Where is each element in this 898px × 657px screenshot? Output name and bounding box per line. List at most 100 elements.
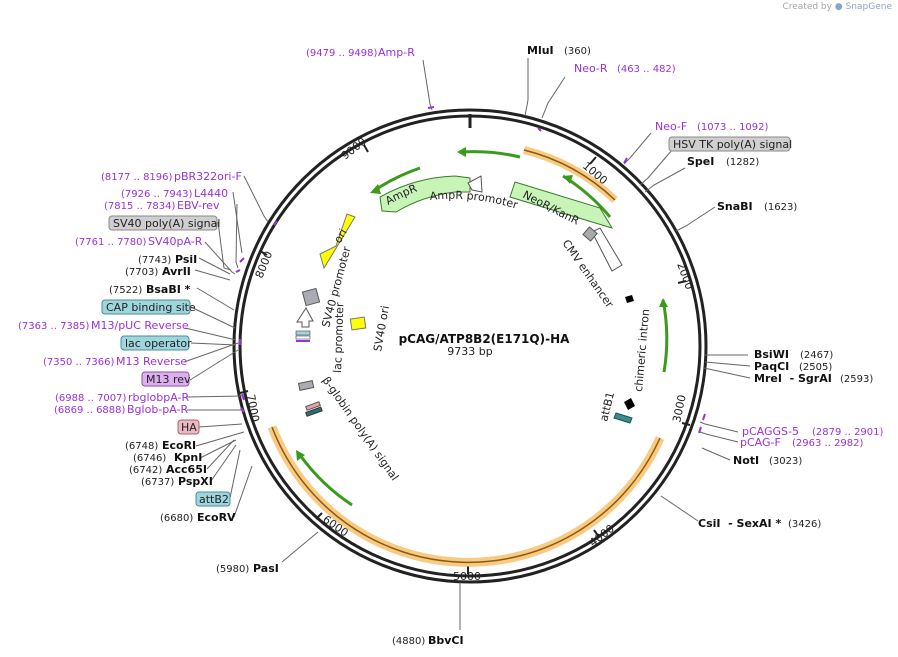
enzyme-paqci[interactable]: PaqCI: [754, 360, 789, 373]
enzyme-kpni-pos: (6746): [133, 453, 166, 464]
primer-neo-r[interactable]: Neo-R: [574, 62, 608, 75]
enzyme-labels: MluI (360) SpeI (1282) SnaBI (1623) BsiW…: [109, 44, 873, 647]
primer-neo-r-range: (463 .. 482): [617, 64, 676, 75]
primer-neo-f-range: (1073 .. 1092): [697, 122, 769, 133]
primer-pcaggs-5[interactable]: pCAGGS-5: [742, 425, 799, 438]
ampr-promoter-label: AmpR promoter: [429, 189, 520, 212]
primer-pcag-f[interactable]: pCAG-F: [740, 436, 781, 449]
cap-binding-site-label: CAP binding site: [106, 301, 196, 314]
enzyme-pasi-pos: (5980): [216, 564, 249, 575]
primer-labels: (9479 .. 9498) Amp-R Neo-R (463 .. 482) …: [18, 46, 884, 449]
enzyme-noti-pos: (3023): [769, 456, 802, 467]
primer-l4440[interactable]: L4440: [194, 187, 228, 200]
primer-bglob-pa-r-range: (6869 .. 6888): [54, 405, 126, 416]
tick-3000: 3000: [670, 394, 689, 424]
m13-rev-box[interactable]: M13 rev: [141, 371, 191, 387]
enzyme-mlui[interactable]: MluI: [527, 44, 554, 57]
enzyme-kpni[interactable]: KpnI: [174, 451, 202, 464]
enzyme-bbvci[interactable]: BbvCI: [428, 634, 464, 647]
backbone: [232, 108, 708, 584]
ori-label: ori: [331, 227, 349, 246]
enzyme-psii-pos: (7743): [138, 255, 171, 266]
enzyme-csii-sexai-pos: (3426): [788, 519, 821, 530]
enzyme-mrei-sgrai[interactable]: MreI - SgrAI: [754, 372, 832, 385]
ha-box[interactable]: HA: [177, 419, 200, 435]
chimeric-intron-label: chimeric intron: [632, 308, 652, 392]
feature-chimeric-intron: chimeric intron: [625, 295, 652, 392]
enzyme-acc65i[interactable]: Acc65I: [166, 463, 207, 476]
tick-7000: 7000: [244, 393, 262, 423]
enzyme-mlui-pos: (360): [564, 46, 591, 57]
enzyme-avrii-pos: (7703): [125, 267, 158, 278]
primer-rbglobpa-r-range: (6988 .. 7007): [55, 393, 127, 404]
hsv-tk-polya-label: HSV TK poly(A) signal: [673, 138, 792, 151]
snapgene-logo-icon: ●: [834, 2, 843, 12]
m13-rev-label: M13 rev: [146, 373, 191, 386]
svg-text:AmpR promoter: AmpR promoter: [429, 189, 520, 212]
feature-sv40-ori: SV40 ori: [349, 305, 392, 353]
primer-bglob-pa-r[interactable]: Bglob-pA-R: [127, 403, 189, 416]
ha-label: HA: [181, 421, 197, 434]
center-title: pCAG/ATP8B2(E171Q)-HA 9733 bp: [399, 332, 571, 358]
enzyme-bsiwi[interactable]: BsiWI: [754, 348, 789, 361]
primer-sv40pa-r[interactable]: SV40pA-R: [148, 235, 203, 248]
orf-arcs: [267, 146, 665, 567]
enzyme-bsiwi-pos: (2467): [800, 350, 833, 361]
lac-operator-label: lac operator: [125, 337, 192, 350]
enzyme-csii-sexai[interactable]: CsiI - SexAI *: [698, 517, 781, 530]
hsv-tk-polya-box[interactable]: HSV TK poly(A) signal: [668, 136, 792, 152]
enzyme-spei-pos: (1282): [726, 157, 759, 168]
watermark-prefix: Created by: [782, 2, 832, 12]
enzyme-ecorv[interactable]: EcoRV: [197, 511, 236, 524]
primer-amp-r[interactable]: Amp-R: [378, 46, 415, 59]
leader-lines: [183, 58, 751, 630]
bglobin-label: β-globin poly(A) signal: [320, 374, 402, 483]
primer-ebv-rev[interactable]: EBV-rev: [177, 199, 220, 212]
primer-m13-reverse[interactable]: M13 Reverse: [116, 355, 187, 368]
tick-5000: 5000: [453, 570, 481, 583]
snapgene-watermark: Created by ● SnapGene: [782, 2, 892, 12]
primer-pcaggs-5-range: (2879 .. 2901): [812, 427, 884, 438]
enzyme-spei[interactable]: SpeI: [687, 155, 714, 168]
sv40-polya-label: SV40 poly(A) signal: [113, 217, 220, 230]
enzyme-mrei-sgrai-pos: (2593): [840, 374, 873, 385]
primer-ebv-rev-range: (7815 .. 7834): [104, 201, 176, 212]
attb2-box[interactable]: attB2: [195, 491, 231, 507]
enzyme-bbvci-pos: (4880): [392, 636, 425, 647]
feature-lac-promoter: lac promoter: [295, 302, 346, 373]
enzyme-psii[interactable]: PsiI: [175, 253, 197, 266]
enzyme-snabi[interactable]: SnaBI: [717, 200, 753, 213]
primer-amp-r-range: (9479 .. 9498): [306, 48, 378, 59]
enzyme-ecorv-pos: (6680): [160, 513, 193, 524]
boxed-labels: HSV TK poly(A) signal SV40 poly(A) signa…: [101, 136, 792, 507]
lac-promoter-label: lac promoter: [331, 302, 346, 373]
primer-pbr322ori-f[interactable]: pBR322ori-F: [174, 170, 242, 183]
enzyme-pasi[interactable]: PasI: [253, 562, 279, 575]
sv40-polya-box[interactable]: SV40 poly(A) signal: [108, 215, 220, 231]
feature-cmv: CMV enhancer: [560, 226, 623, 311]
primer-l4440-range: (7926 .. 7943): [121, 189, 193, 200]
enzyme-noti[interactable]: NotI: [733, 454, 759, 467]
enzyme-snabi-pos: (1623): [764, 202, 797, 213]
lac-operator-box[interactable]: lac operator: [120, 335, 192, 351]
enzyme-avrii[interactable]: AvrII: [162, 265, 191, 278]
feature-ori: ori: [319, 213, 356, 270]
primer-neo-f[interactable]: Neo-F: [655, 120, 687, 133]
primer-m13-reverse-range: (7350 .. 7366): [43, 357, 115, 368]
enzyme-ecori[interactable]: EcoRI: [162, 439, 196, 452]
enzyme-acc65i-pos: (6742): [129, 465, 162, 476]
enzyme-bsabi-pos: (7522): [109, 285, 142, 296]
attb2-label: attB2: [199, 493, 229, 506]
feature-bglobin: β-globin poly(A) signal: [297, 374, 402, 483]
feature-attb1: attB1: [597, 391, 635, 424]
cap-binding-site-box[interactable]: CAP binding site: [101, 299, 196, 315]
primer-pbr322ori-f-range: (8177 .. 8196): [101, 172, 173, 183]
primer-m13-puc-reverse-range: (7363 .. 7385): [18, 321, 90, 332]
enzyme-ecori-pos: (6748): [125, 441, 158, 452]
enzyme-bsabi[interactable]: BsaBI *: [146, 283, 191, 296]
primer-m13-puc-reverse[interactable]: M13/pUC Reverse: [91, 319, 189, 332]
primer-rbglobpa-r[interactable]: rbglobpA-R: [128, 391, 189, 404]
primer-pcag-f-range: (2963 .. 2982): [792, 438, 864, 449]
enzyme-pspxi[interactable]: PspXI: [178, 475, 213, 488]
